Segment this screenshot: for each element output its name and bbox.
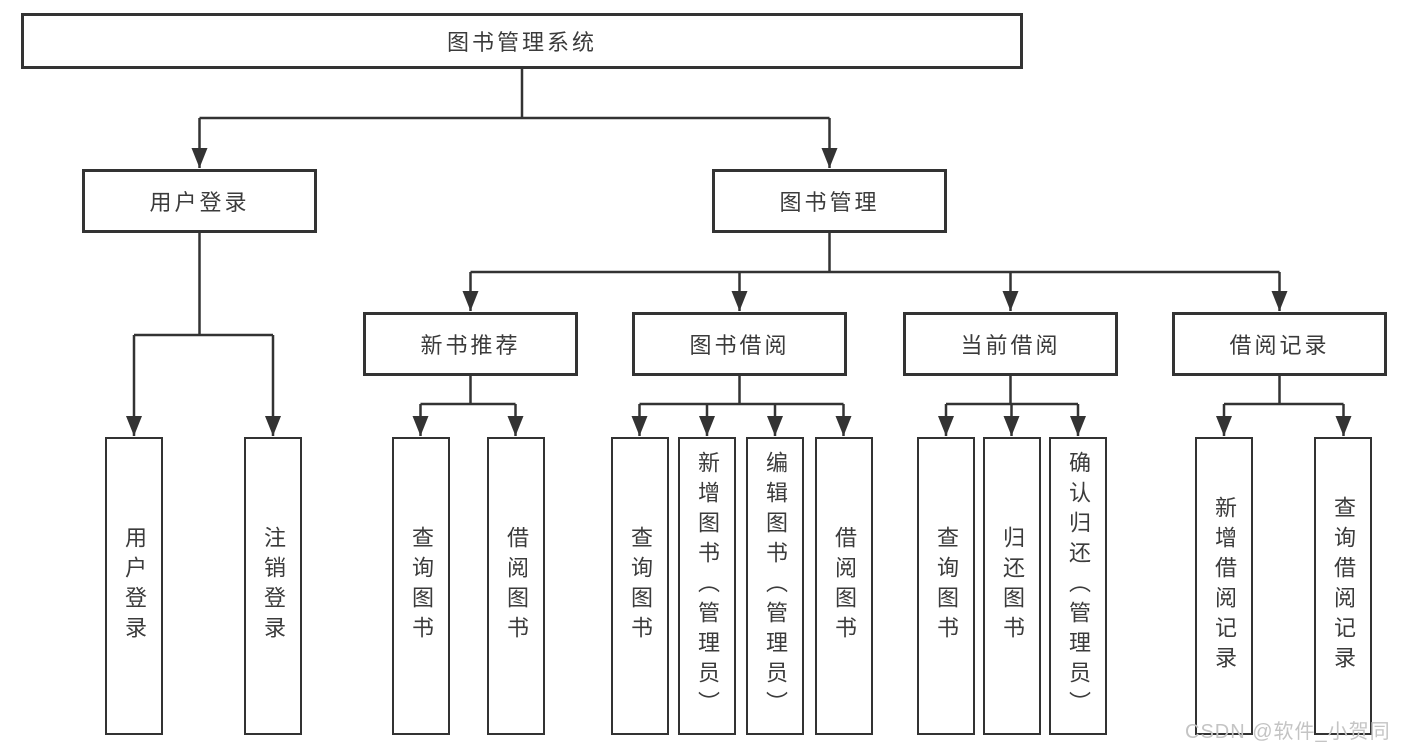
leaf-borrow-borrow-book: 借阅图书: [815, 437, 873, 735]
node-book-management: 图书管理: [712, 169, 947, 233]
leaf-current-confirm-return: 确认归还（管理员）: [1049, 437, 1107, 735]
node-new-book-recommend: 新书推荐: [363, 312, 578, 376]
node-book-borrow: 图书借阅: [632, 312, 847, 376]
leaf-logout: 注销登录: [244, 437, 302, 735]
leaf-record-query-record: 查询借阅记录: [1314, 437, 1372, 735]
leaf-rec-borrow-book: 借阅图书: [487, 437, 545, 735]
node-user-login: 用户登录: [82, 169, 317, 233]
node-borrow-records: 借阅记录: [1172, 312, 1387, 376]
leaf-borrow-edit-book: 编辑图书（管理员）: [746, 437, 804, 735]
leaf-current-query-book: 查询图书: [917, 437, 975, 735]
leaf-record-add-record: 新增借阅记录: [1195, 437, 1253, 735]
node-current-borrow: 当前借阅: [903, 312, 1118, 376]
leaf-user-login: 用户登录: [105, 437, 163, 735]
csdn-watermark: CSDN @软件_小贺同学: [1185, 721, 1391, 743]
leaf-borrow-add-book: 新增图书（管理员）: [678, 437, 736, 735]
leaf-borrow-query-book: 查询图书: [611, 437, 669, 735]
leaf-current-return-book: 归还图书: [983, 437, 1041, 735]
node-library-system: 图书管理系统: [21, 13, 1023, 69]
leaf-rec-query-book: 查询图书: [392, 437, 450, 735]
